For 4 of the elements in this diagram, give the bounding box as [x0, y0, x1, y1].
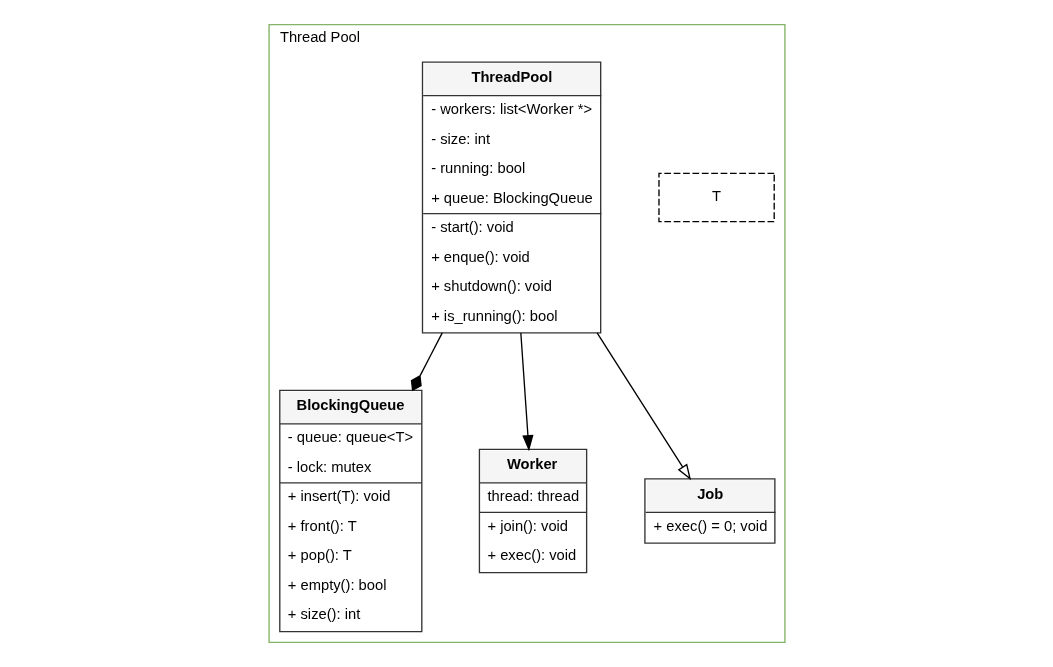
connector: [410, 332, 443, 392]
arrow: [595, 332, 691, 481]
node-box: T: [657, 172, 775, 223]
arrow: [519, 332, 533, 452]
